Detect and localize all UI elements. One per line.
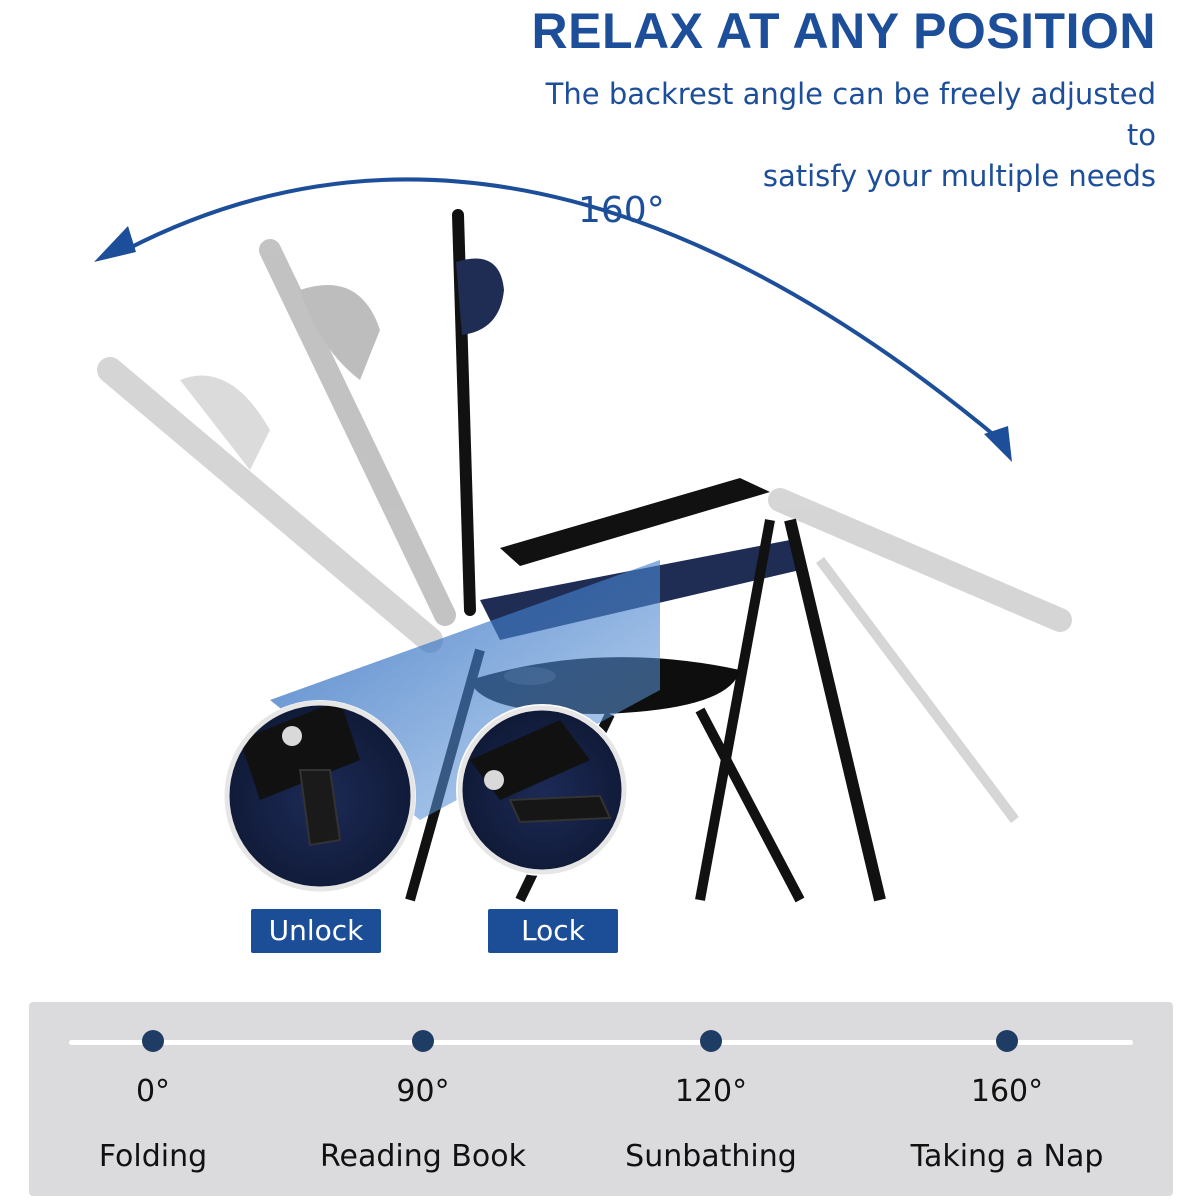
subheadline-line-1: The backrest angle can be freely adjuste… bbox=[545, 77, 1156, 152]
rear-leg bbox=[784, 518, 886, 902]
headrest-pillow bbox=[456, 258, 504, 335]
position-angle: 120° bbox=[674, 1074, 748, 1109]
lever-lock bbox=[508, 794, 612, 824]
position-sunbathing: 120° Sunbathing bbox=[561, 1030, 861, 1174]
armrest bbox=[500, 478, 770, 566]
arc-arrowhead-left-icon bbox=[94, 226, 136, 262]
lever-unlock bbox=[298, 769, 342, 847]
position-name: Reading Book bbox=[320, 1139, 526, 1174]
adjustment-arc bbox=[94, 177, 1012, 462]
zoom-unlock-detail bbox=[224, 700, 416, 892]
position-name: Taking a Nap bbox=[910, 1139, 1104, 1174]
position-dot bbox=[996, 1030, 1018, 1052]
arc-arrowhead-right-icon bbox=[984, 426, 1012, 462]
position-taking-a-nap: 160° Taking a Nap bbox=[857, 1030, 1157, 1174]
headline: RELAX AT ANY POSITION bbox=[531, 3, 1156, 59]
position-name: Sunbathing bbox=[625, 1139, 797, 1174]
front-leg bbox=[695, 519, 775, 901]
subheadline: The backrest angle can be freely adjuste… bbox=[516, 74, 1156, 197]
zoom-lock-detail bbox=[456, 704, 628, 876]
subheadline-line-2: satisfy your multiple needs bbox=[762, 159, 1156, 193]
unlock-tag: Unlock bbox=[251, 909, 381, 953]
position-angle: 0° bbox=[135, 1074, 171, 1109]
ghost-chair-folding bbox=[97, 357, 443, 653]
position-dot bbox=[412, 1030, 434, 1052]
lock-tag: Lock bbox=[488, 909, 618, 953]
ghost-chair-reading bbox=[259, 239, 456, 626]
product-illustration bbox=[94, 177, 1072, 903]
position-angle: 90° bbox=[396, 1074, 450, 1109]
positions-panel: 0° Folding 90° Reading Book 120° Sunbath… bbox=[29, 1002, 1173, 1196]
position-folding: 0° Folding bbox=[3, 1030, 303, 1174]
position-reading-book: 90° Reading Book bbox=[273, 1030, 573, 1174]
position-dot bbox=[142, 1030, 164, 1052]
positions-track bbox=[69, 1040, 1133, 1045]
position-name: Folding bbox=[98, 1139, 208, 1174]
ghost-chair-nap bbox=[768, 488, 1072, 823]
position-angle: 160° bbox=[970, 1074, 1044, 1109]
position-dot bbox=[700, 1030, 722, 1052]
